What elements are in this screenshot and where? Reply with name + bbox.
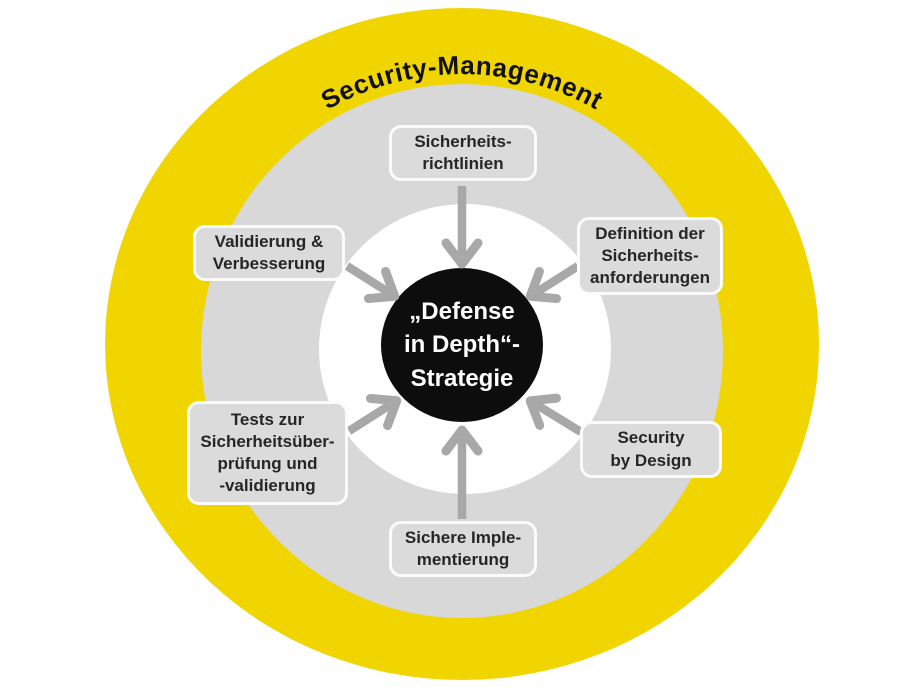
node-security-by-design: Security by Design [580, 421, 722, 478]
center-strategy-label: „Defense in Depth“- Strategie [404, 298, 520, 392]
node-definition-der-sicherheitsanforderungen: Definition der Sicherheits- anforderunge… [577, 217, 723, 295]
node-tests-zur-sicherheitsueberpruefung: Tests zur Sicherheitsüber- prüfung und -… [187, 401, 348, 505]
node-validierung-verbesserung: Validierung & Verbesserung [193, 225, 345, 281]
arrow-upper-left [344, 262, 400, 304]
arrow-lower-left [346, 393, 402, 435]
arrow-lower-right [525, 393, 584, 436]
node-sicherheitsrichtlinien: Sicherheits- richtlinien [389, 125, 537, 181]
arrow-upper-right [525, 262, 581, 304]
node-sichere-implementierung: Sichere Imple- mentierung [389, 521, 537, 577]
center-black-circle [381, 268, 543, 422]
